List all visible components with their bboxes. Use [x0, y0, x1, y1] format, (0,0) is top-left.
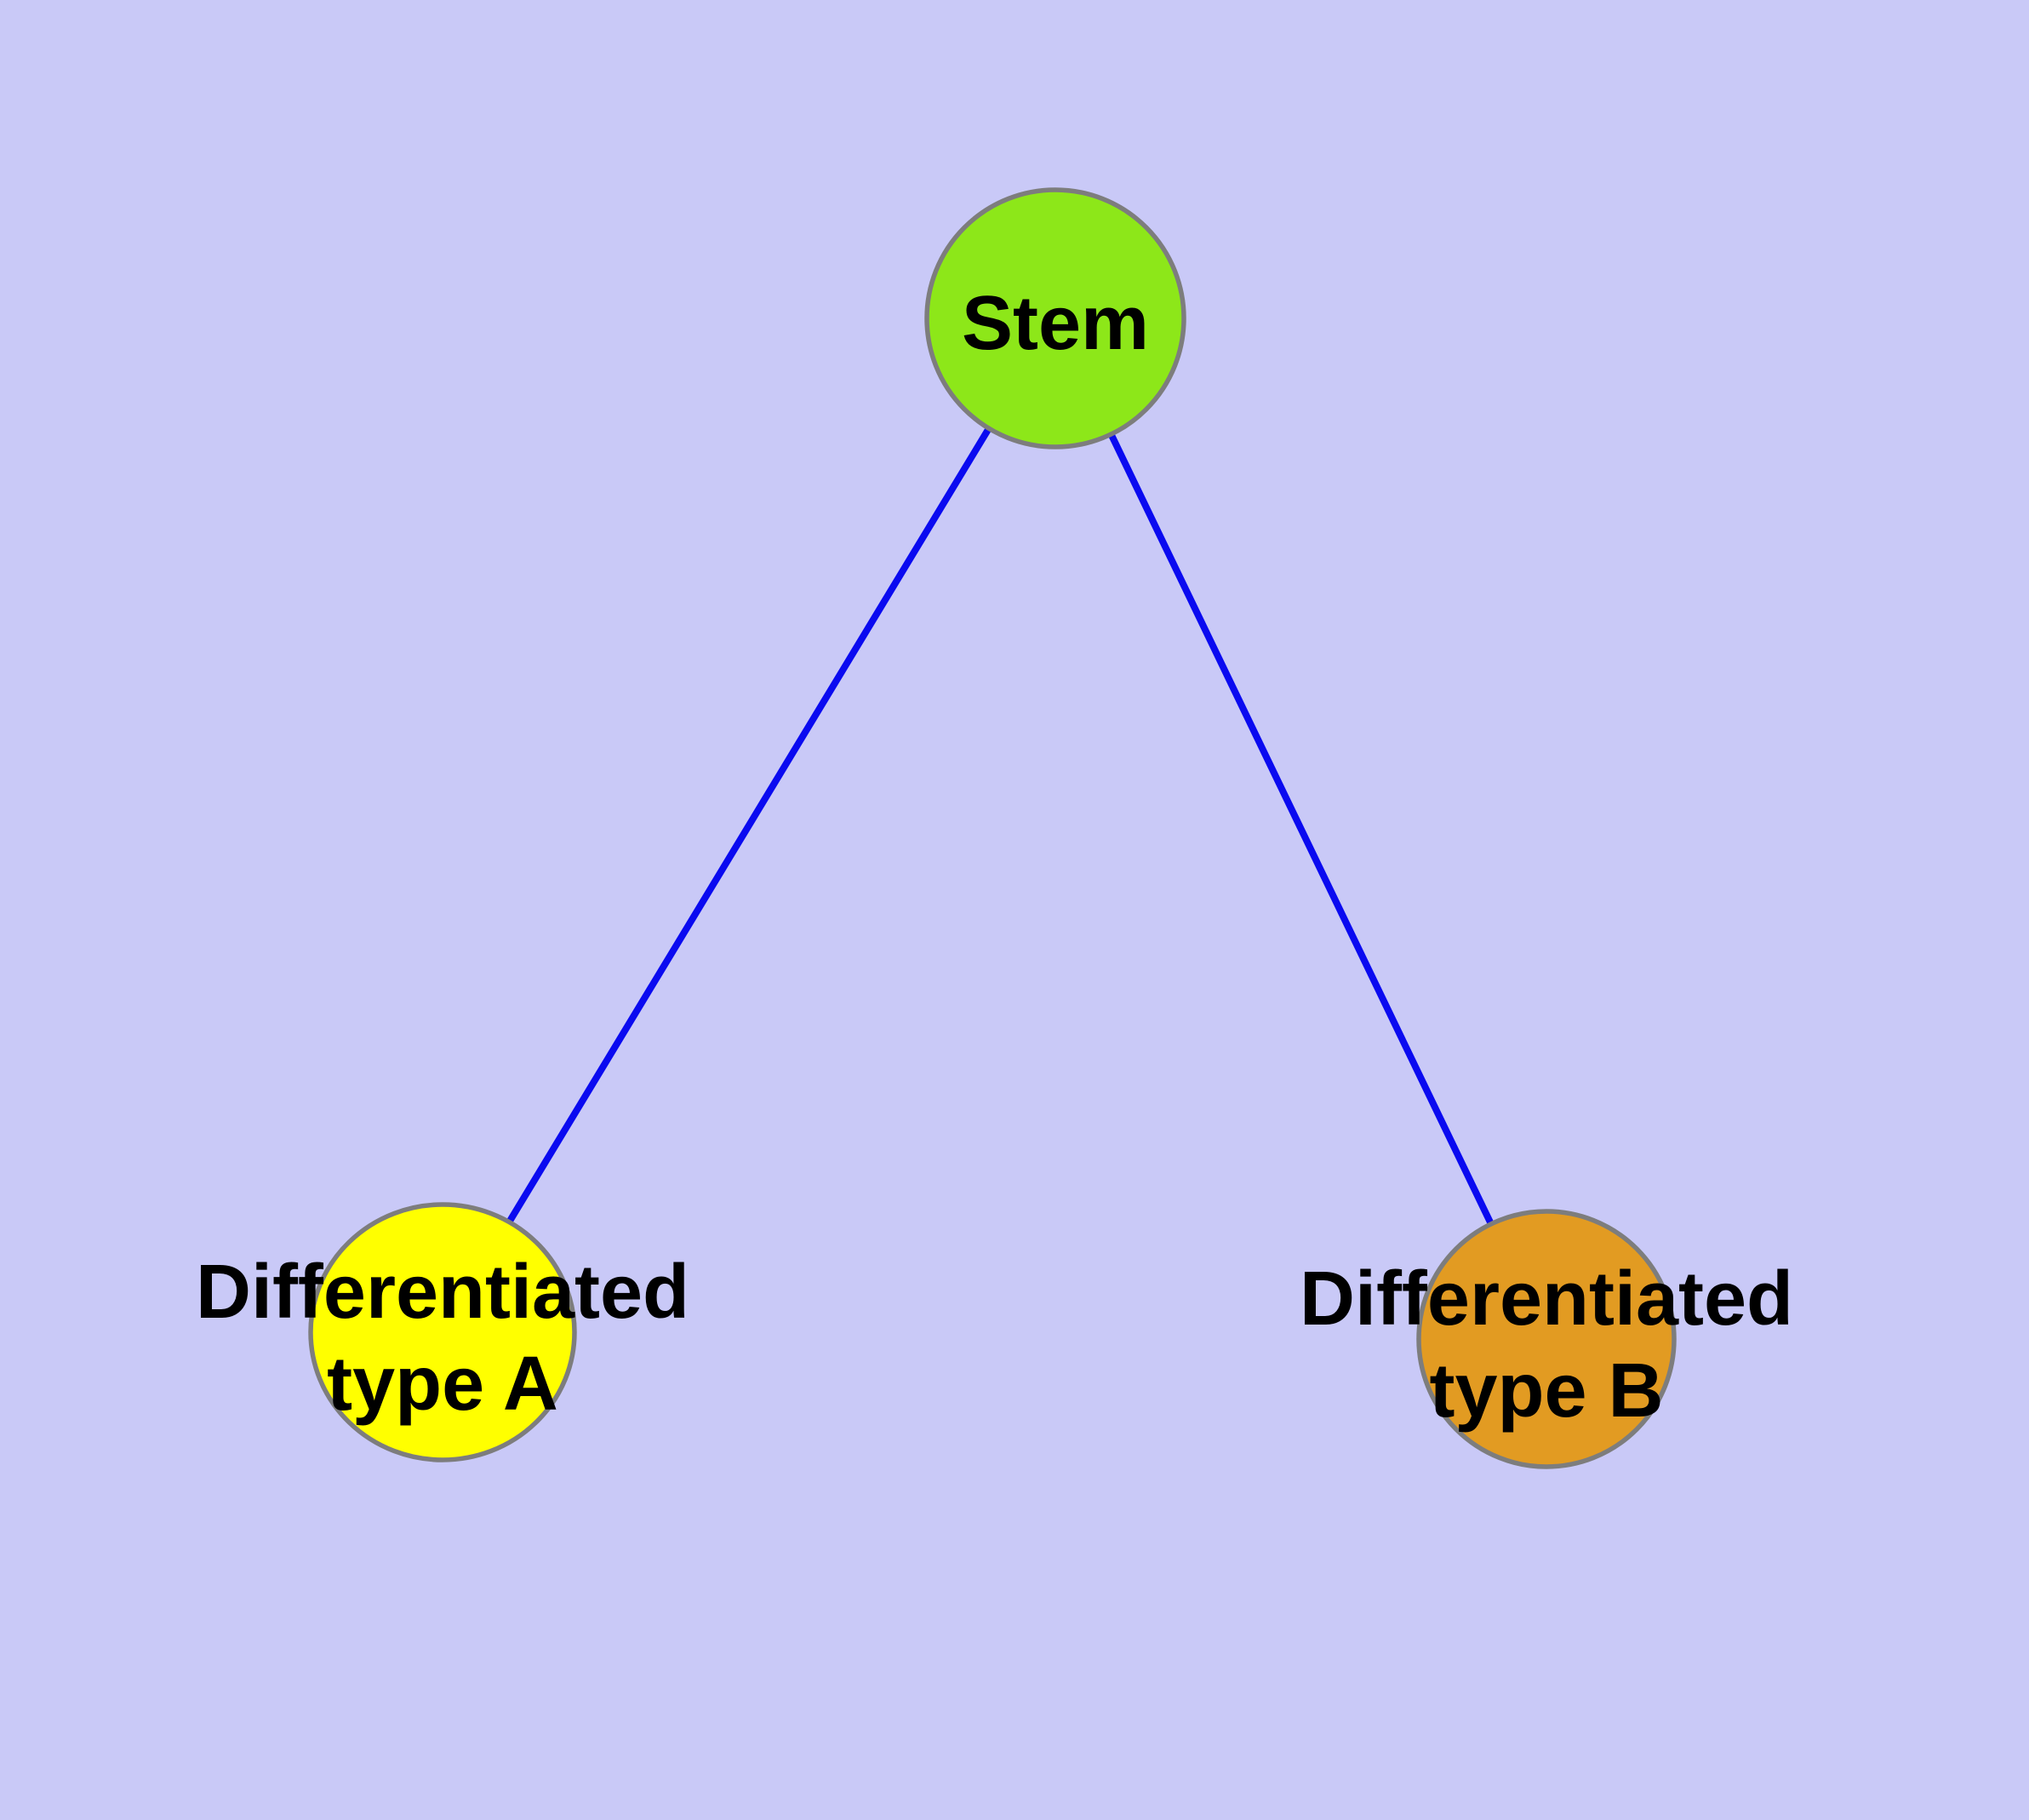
type-b-node-label-line2: type B	[1429, 1348, 1663, 1434]
type-a-node-label-line1: Differentiated	[196, 1250, 689, 1335]
type-a-node-label-line2: type A	[327, 1342, 558, 1427]
type-b-node-circle	[1416, 1209, 1677, 1469]
type-a-node-circle	[308, 1202, 577, 1462]
node-differentiated-type-b: Differentiated type B	[1300, 1209, 1793, 1469]
stem-node-circle	[924, 187, 1186, 449]
edge-stem-to-type-b	[1052, 317, 1550, 1341]
stem-node-label: Stem	[962, 281, 1149, 366]
node-stem: Stem	[924, 187, 1186, 449]
edge-stem-to-type-a	[439, 316, 1059, 1335]
type-b-node-label-line1: Differentiated	[1300, 1256, 1793, 1342]
edges	[439, 316, 1550, 1341]
node-differentiated-type-a: Differentiated type A	[196, 1202, 689, 1462]
